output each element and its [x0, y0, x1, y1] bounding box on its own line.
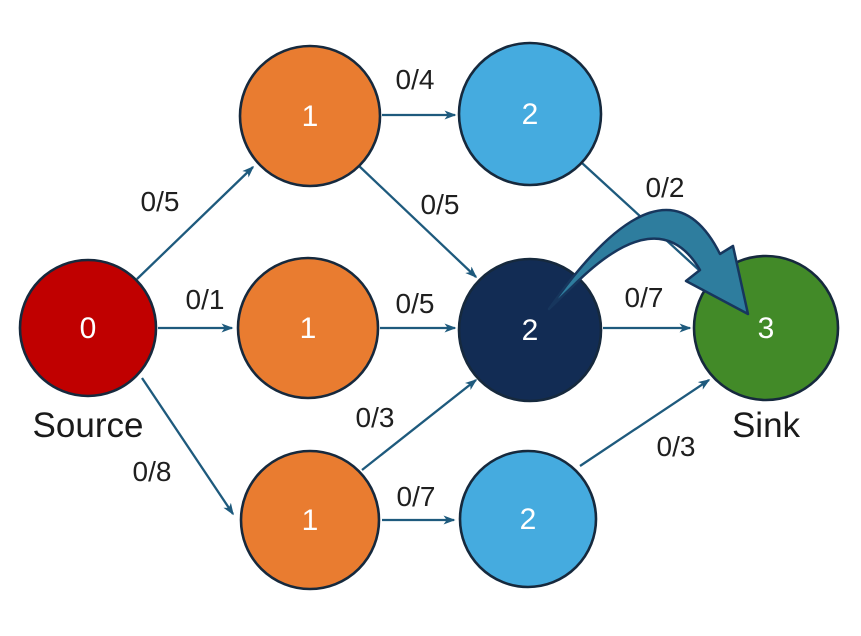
node-n2-bot-number: 2 — [520, 503, 537, 536]
node-n1-bot — [239, 449, 381, 591]
curved-arrow-layer — [547, 208, 750, 316]
nodes-layer — [18, 41, 840, 591]
curved-block-arrow-n2-mid-to-sink — [547, 208, 750, 316]
node-n2-bot — [458, 449, 598, 589]
node-source — [18, 258, 158, 398]
edge-label-source-to-n1-mid: 0/1 — [186, 284, 225, 315]
node-source-caption: Source — [33, 406, 144, 445]
node-n2-top-number: 2 — [522, 98, 539, 131]
edge-label-n1-top-to-n2-mid: 0/5 — [421, 189, 460, 220]
edge-n2-bot-to-sink — [579, 379, 711, 467]
node-n1-top-number: 1 — [302, 100, 319, 133]
edge-source-to-n1-top — [136, 165, 255, 280]
edge-label-n2-mid-to-sink: 0/7 — [625, 282, 664, 313]
node-sink-caption: Sink — [732, 406, 801, 445]
edge-label-n1-mid-to-n2-mid: 0/5 — [396, 288, 435, 319]
node-sink-number: 3 — [758, 312, 775, 345]
node-n2-top — [457, 41, 603, 187]
edges-layer — [136, 110, 714, 525]
node-n2-mid-number: 2 — [522, 314, 539, 347]
edge-label-source-to-n1-top: 0/5 — [141, 186, 180, 217]
edge-label-n1-bot-to-n2-bot: 0/7 — [397, 481, 436, 512]
edge-label-n1-top-to-n2-top: 0/4 — [396, 64, 435, 95]
node-source-number: 0 — [80, 312, 97, 345]
edge-label-source-to-n1-bot: 0/8 — [133, 456, 172, 487]
node-n1-bot-number: 1 — [302, 504, 319, 537]
edge-label-n1-bot-to-n2-mid: 0/3 — [356, 402, 395, 433]
edge-label-n2-bot-to-sink: 0/3 — [657, 431, 696, 462]
edge-source-to-n1-bot — [141, 377, 234, 516]
node-n1-mid-number: 1 — [300, 312, 317, 345]
labels-layer: 0/5 0/1 0/8 0/4 0/5 0/5 0/3 0/2 0/7 0/7 0/3 0Source… — [33, 64, 801, 537]
edge-n1-top-to-n2-mid — [357, 164, 478, 279]
edge-n1-bot-to-n2-mid — [361, 379, 478, 471]
node-n1-mid — [236, 256, 380, 400]
node-n1-top — [238, 44, 382, 188]
edge-label-n2-top-to-sink: 0/2 — [646, 172, 685, 203]
